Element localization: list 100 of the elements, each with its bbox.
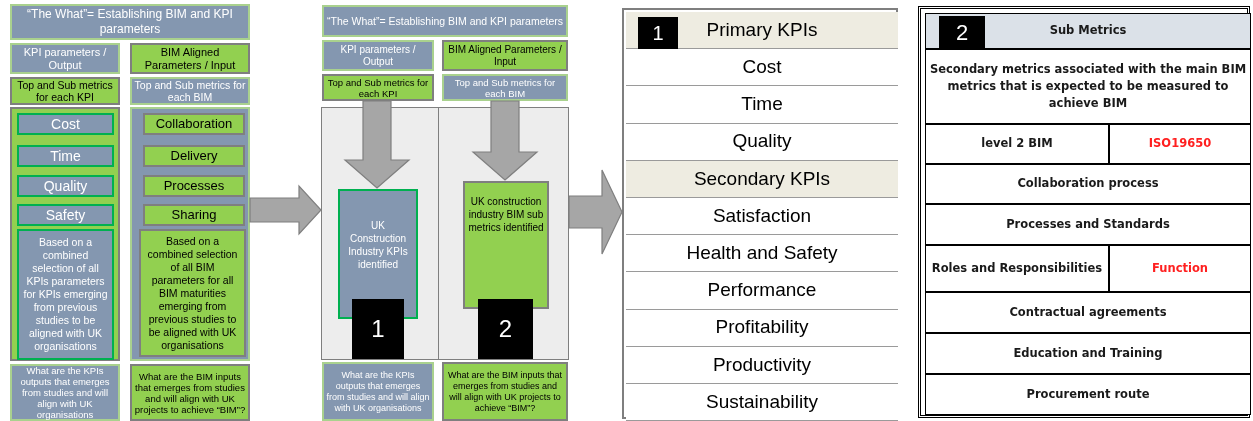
- box-label: Satisfaction: [711, 203, 813, 228]
- box-label: Top and Sub metrics for each BIM: [453, 76, 557, 99]
- question-box: [322, 362, 434, 421]
- box-label: KPI parameters / Output: [339, 43, 417, 68]
- block-arrow: [568, 169, 623, 255]
- kpi-box: [17, 113, 114, 135]
- callout-number-box: [939, 16, 985, 49]
- kpi-box: [17, 204, 114, 226]
- block-arrow: [249, 184, 322, 236]
- table-cell: [925, 124, 1109, 164]
- table-cell: [925, 49, 1251, 124]
- box-label: Performance: [706, 278, 818, 303]
- box-label: What are the KPIs outputs that emerges from studies and will align with UK organisations: [19, 365, 111, 420]
- box-label: Sharing: [170, 206, 218, 225]
- question-box: [130, 364, 250, 421]
- box-label: 2: [954, 19, 970, 47]
- box-label: Productivity: [711, 352, 813, 377]
- box-label: UK construction industry BIM sub metrics identified: [467, 195, 545, 234]
- title-box: [322, 5, 568, 37]
- callout-number-box: [638, 17, 678, 49]
- box-label: Top and Sub metrics for each KPI: [326, 76, 430, 99]
- table-row: [626, 86, 898, 124]
- title-box: [10, 4, 250, 40]
- table-cell: [925, 374, 1251, 415]
- box-label: Time: [49, 146, 82, 166]
- table-cell: [925, 245, 1109, 292]
- table-cell: [925, 164, 1251, 204]
- table-cell: [925, 333, 1251, 374]
- box-label: Processes: [162, 177, 226, 196]
- box-label: Collaboration process: [1016, 175, 1160, 193]
- question-box: [10, 364, 120, 421]
- box-label: Safety: [44, 205, 87, 225]
- box-label: What are the KPIs outputs that emerges from studies and will align with UK organisations: [325, 369, 431, 414]
- box-label: Function: [1151, 259, 1209, 277]
- box-label: Health and Safety: [685, 241, 839, 266]
- box-label: “The What”= Establishing BIM and KPI parameters: [325, 14, 565, 28]
- table-row: [626, 272, 898, 310]
- box-label: 1: [370, 314, 386, 344]
- callout-number-box: [478, 299, 533, 359]
- process-panel: [321, 107, 569, 360]
- box-label: Sustainability: [705, 389, 819, 414]
- box-label: 2: [497, 314, 514, 344]
- box-label: Quality: [731, 129, 793, 154]
- box-label: Education and Training: [1012, 344, 1164, 362]
- box-label: ISO19650: [1147, 135, 1213, 153]
- box-label: Contractual agreements: [1008, 303, 1168, 321]
- bim-parameter-box: [143, 113, 245, 135]
- bim-parameter-box: [143, 145, 245, 167]
- callout-number-box: [352, 299, 404, 359]
- column-header-box: [10, 43, 120, 74]
- box-label: Procurement route: [1025, 385, 1151, 403]
- bim-parameter-box: [143, 204, 245, 226]
- table-row: [626, 123, 898, 161]
- box-label: KPI parameters / Output: [22, 45, 108, 72]
- description-box: [139, 229, 246, 357]
- box-label: Processes and Standards: [1005, 215, 1171, 233]
- question-box: [442, 362, 568, 421]
- bim-parameter-box: [143, 175, 245, 197]
- box-label: 1: [651, 21, 665, 46]
- kpi-box: [17, 175, 114, 197]
- box-label: Secondary KPIs: [692, 166, 832, 191]
- box-label: BIM Aligned Parameters / Input: [447, 43, 563, 68]
- subheader-box: [10, 77, 120, 105]
- box-label: Primary KPIs: [705, 17, 819, 42]
- box-label: Collaboration: [154, 115, 234, 134]
- box-label: Time: [740, 92, 784, 117]
- box-label: Top and Sub metrics for each BIM: [133, 79, 247, 103]
- table-row: [626, 235, 898, 273]
- box-label: Sub Metrics: [1048, 22, 1128, 40]
- table-row: [626, 346, 898, 384]
- block-arrow: [343, 100, 411, 189]
- table-header-row: [626, 12, 898, 50]
- table-row: [626, 309, 898, 347]
- column-container: [10, 107, 120, 361]
- column-header-box: [322, 40, 434, 71]
- box-label: Profitability: [714, 315, 810, 340]
- box-label: Top and Sub metrics for each KPI: [16, 79, 114, 103]
- result-box: [463, 181, 549, 309]
- table-row: [626, 198, 898, 236]
- box-label: level 2 BIM: [980, 135, 1054, 153]
- box-label: Based on a combined selection of all KPIs parameters for KPIs emerging from previous studies to be aligned with UK organisations: [22, 236, 109, 353]
- table-row: [626, 384, 898, 421]
- result-box: [338, 189, 418, 319]
- column-header-box: [130, 43, 250, 74]
- box-label: UK Construction Industry KPIs identified: [347, 219, 409, 271]
- column-container: [130, 107, 250, 361]
- table-cell: [925, 204, 1251, 245]
- table-cell: [925, 292, 1251, 333]
- box-label: Based on a combined selection of all BIM parameters for all BIM maturities emerging from previous studies to be aligned with UK organisations: [146, 234, 239, 352]
- box-label: Cost: [50, 114, 81, 134]
- box-label: What are the BIM inputs that emerges from studies and will align with UK projects to achieve “BIM”?: [446, 369, 564, 414]
- box-label: Cost: [741, 55, 783, 80]
- box-label: “The What”= Establishing BIM and KPI parameters: [26, 7, 234, 37]
- box-label: Roles and Responsibilities: [930, 259, 1104, 277]
- table-cell: [1109, 124, 1251, 164]
- table-row: [626, 49, 898, 87]
- box-label: BIM Aligned Parameters / Input: [143, 45, 237, 72]
- box-label: What are the BIM inputs that emerges from studies and will align with UK projects to achieve “BIM”?: [133, 370, 247, 415]
- box-label: Delivery: [169, 147, 219, 166]
- kpi-box: [17, 145, 114, 167]
